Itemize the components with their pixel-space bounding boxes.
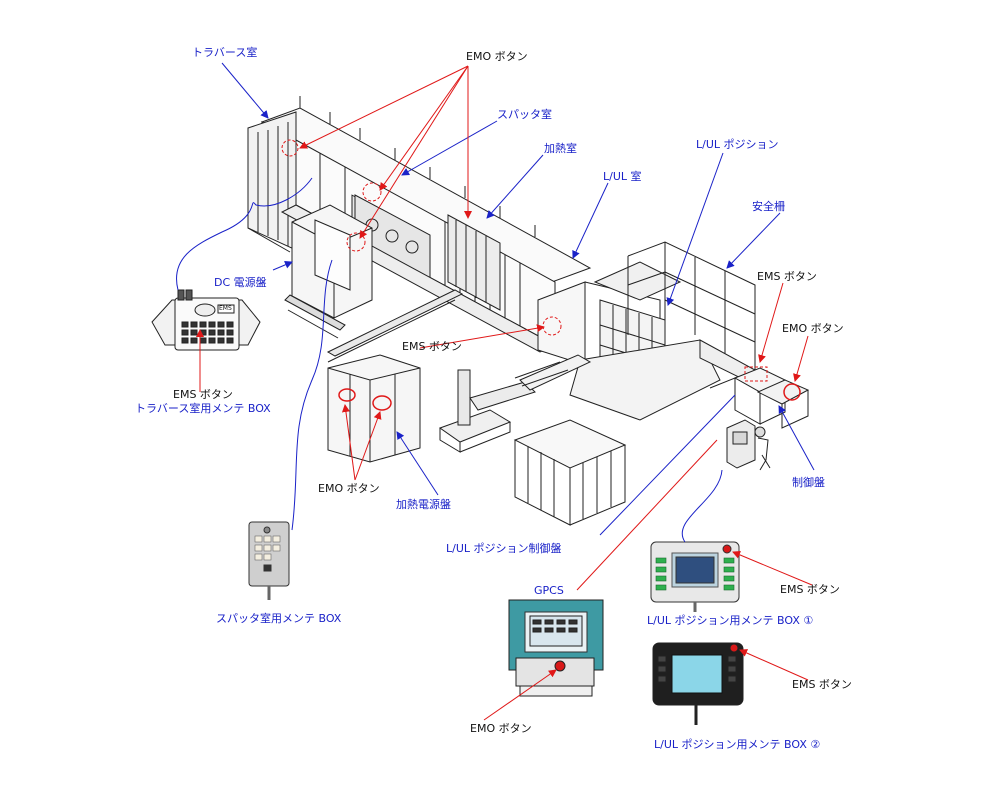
lul-maint-box-2 [652, 642, 744, 725]
label-lul-position: L/UL ポジション [696, 138, 779, 151]
label-lul-control: L/UL ポジション制御盤 [446, 542, 562, 555]
gpcs-terminal [508, 599, 604, 697]
traverse-maint-box [151, 289, 261, 351]
label-safety-fence: 安全柵 [752, 200, 785, 213]
label-emo-top: EMO ボタン [466, 50, 528, 63]
red-leader-lines [196, 65, 813, 721]
label-ems-box2: EMS ボタン [792, 678, 852, 691]
label-lul-box2: L/UL ポジション用メンテ BOX ② [654, 738, 821, 751]
label-emo-right: EMO ボタン [782, 322, 844, 335]
label-heating-room: 加熱室 [544, 142, 577, 155]
lul-control-panel [726, 419, 771, 471]
blue-leader-lines [176, 62, 815, 543]
emo-markers [281, 139, 562, 336]
label-traverse-room: トラバース室 [192, 46, 258, 59]
label-ems-mid: EMS ボタン [402, 340, 462, 353]
label-dc-power: DC 電源盤 [214, 276, 267, 289]
label-emo-mid: EMO ボタン [318, 482, 380, 495]
control-panel-boxes [733, 366, 810, 429]
label-emo-gpcs: EMO ボタン [470, 722, 532, 735]
label-ems-right: EMS ボタン [757, 270, 817, 283]
ems-badge: EMS [219, 305, 232, 312]
label-sputter-box: スパッタ室用メンテ BOX [216, 612, 342, 625]
label-ems-box1: EMS ボタン [780, 583, 840, 596]
label-lul-box1: L/UL ポジション用メンテ BOX ① [647, 614, 814, 627]
label-sputter-room: スパッタ室 [497, 108, 552, 121]
label-heating-power: 加熱電源盤 [396, 498, 451, 511]
sputter-maint-box [248, 521, 290, 600]
label-control-panel: 制御盤 [792, 476, 825, 489]
label-lul-room: L/UL 室 [603, 170, 642, 183]
label-traverse-box: トラバース室用メンテ BOX [135, 402, 271, 415]
robot-arm [438, 354, 592, 453]
lul-room-machine [537, 261, 721, 421]
label-ems-traverse-box: EMS ボタン [173, 388, 233, 401]
jig-cart [513, 419, 627, 526]
label-gpcs: GPCS [534, 584, 564, 597]
lul-maint-box-1 [650, 541, 740, 612]
